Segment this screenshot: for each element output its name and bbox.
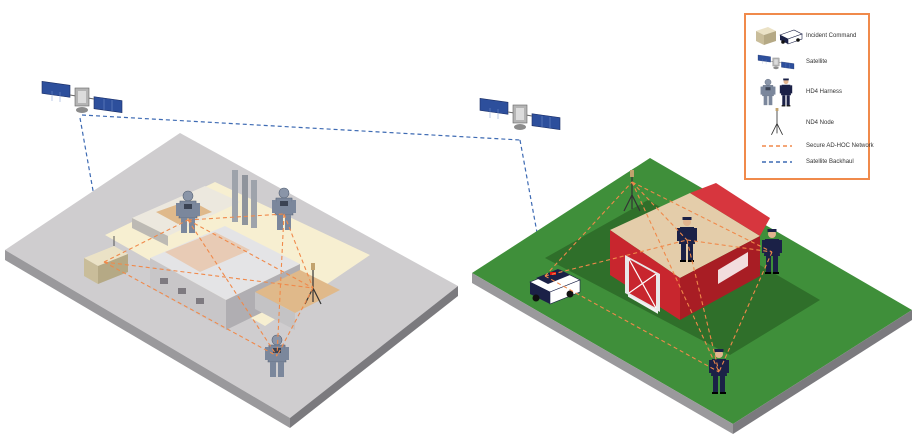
legend-item-backhaul: Satellite Backhaul [746, 155, 868, 169]
legend-label-node: ND4 Node [806, 120, 835, 126]
adhoc-line-icon [762, 145, 792, 147]
legend-item-harness: HD4 Harness [746, 77, 868, 107]
incident-command-icon [756, 27, 803, 45]
legend-label-adhoc: Secure AD-HOC Network [806, 143, 874, 149]
adhoc-network-links [103, 181, 773, 373]
legend-item-incident-command: Incident Command [746, 21, 868, 51]
legend-item-satellite: Satellite [746, 47, 868, 77]
legend-label-incident-command: Incident Command [806, 33, 857, 39]
satellite-icon [757, 54, 795, 70]
tripod-node-icon [770, 108, 784, 136]
barn-site [472, 158, 912, 434]
legend: Incident Command Satellite HD4 Harness N… [744, 13, 874, 180]
harness-personnel-icon [760, 78, 793, 107]
legend-item-node: ND4 Node [746, 108, 868, 138]
backhaul-line-icon [762, 161, 792, 163]
industrial-site [5, 133, 458, 428]
satellite-left [41, 80, 123, 114]
legend-label-backhaul: Satellite Backhaul [806, 159, 854, 165]
legend-label-satellite: Satellite [806, 59, 828, 65]
satellite-right [479, 97, 561, 131]
legend-item-adhoc: Secure AD-HOC Network [746, 139, 874, 153]
legend-label-harness: HD4 Harness [806, 89, 843, 95]
